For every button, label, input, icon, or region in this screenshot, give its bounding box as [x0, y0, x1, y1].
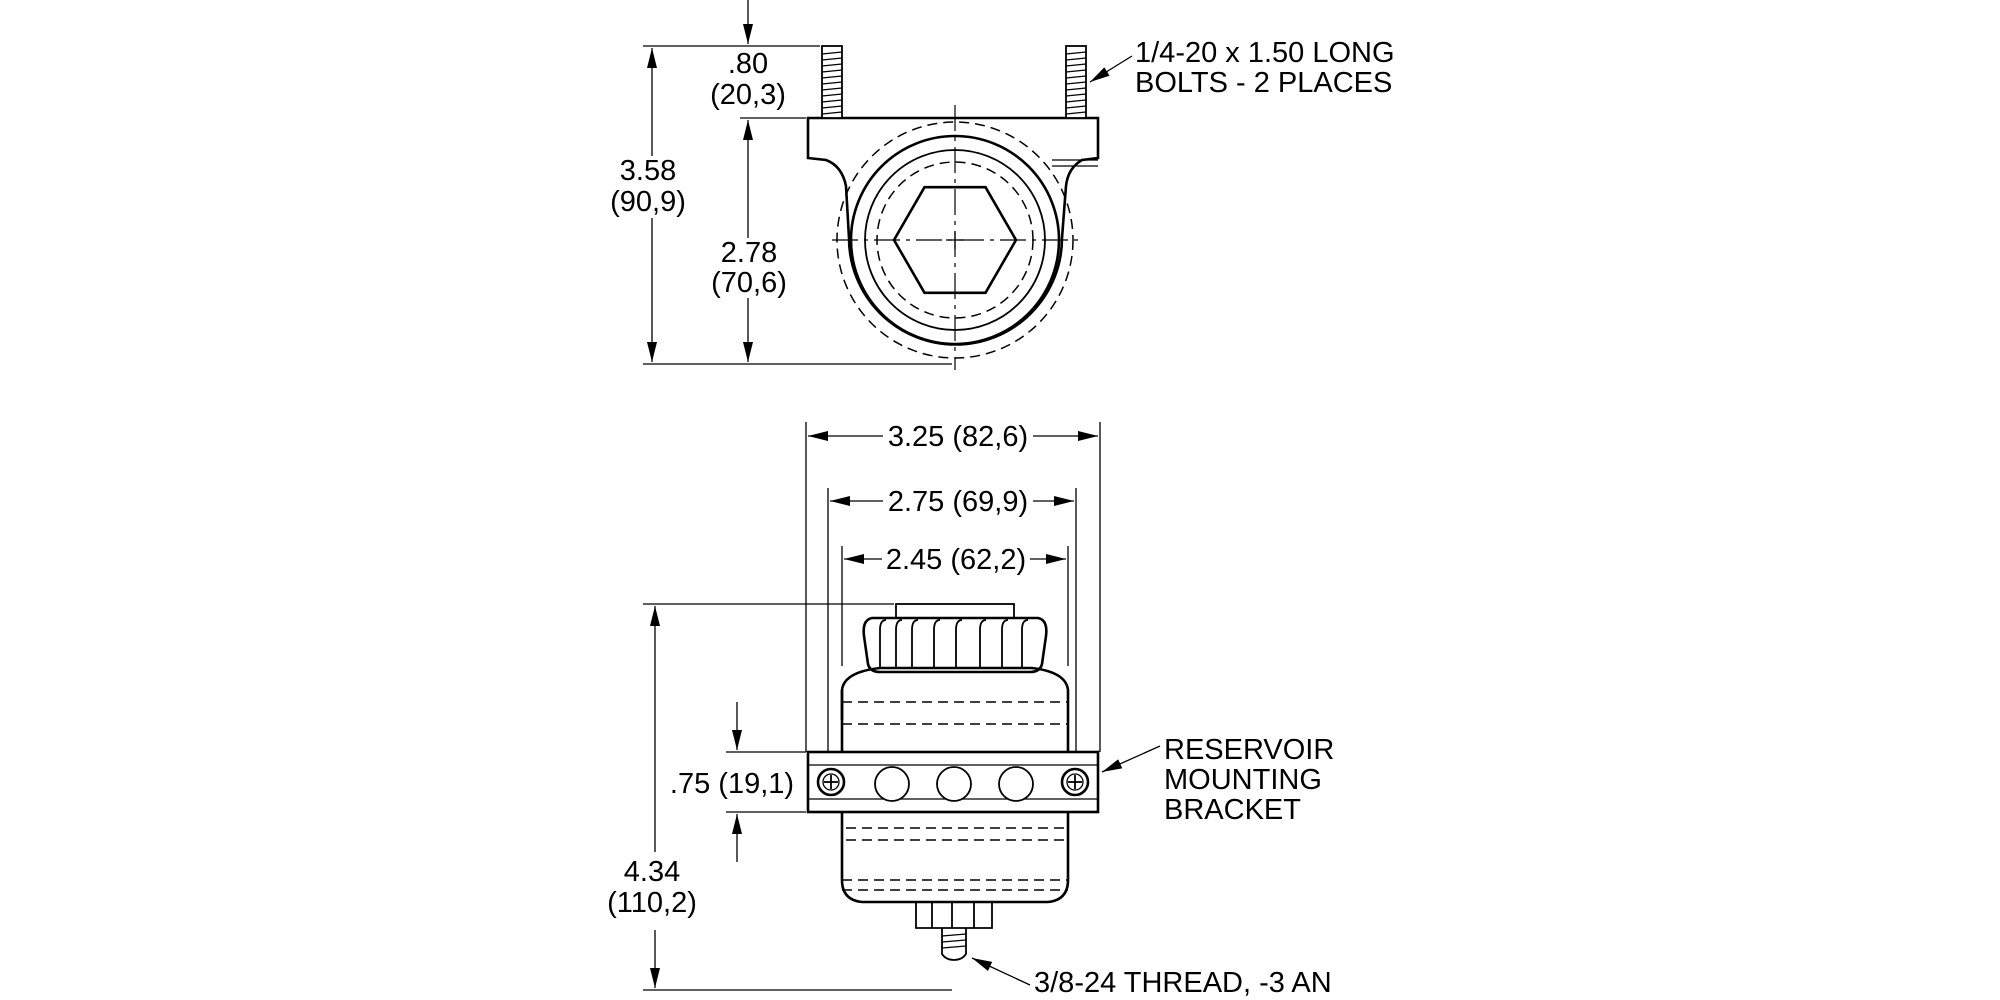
- bolt-note-line-2: BOLTS - 2 PLACES: [1135, 67, 1392, 99]
- cap: [862, 616, 1048, 674]
- cap-top: [895, 603, 1015, 619]
- top-view: 3.58 (90,9) 2.78 (70,6) .80 (20,3) 1/4-2…: [610, 0, 1395, 370]
- bolt-left: [821, 45, 843, 119]
- bracket-note-line-3: BRACKET: [1164, 794, 1301, 826]
- dim-0-80-value: .80: [728, 48, 768, 80]
- bracket-hole-2: [936, 766, 972, 802]
- fitting-leader: [971, 957, 1031, 986]
- bracket-note-line-1: RESERVOIR: [1164, 734, 1334, 766]
- dim-2-78-value: 2.78: [721, 237, 777, 269]
- dim-4-34-metric: (110,2): [607, 887, 697, 919]
- bracket-hole-3: [998, 766, 1034, 802]
- bracket-hole-1: [874, 766, 910, 802]
- dim-2-78-metric: (70,6): [711, 267, 787, 299]
- dim-2-45-label: 2.45 (62,2): [886, 544, 1026, 576]
- dim-2-75-label: 2.75 (69,9): [888, 486, 1028, 518]
- bracket-note-line-2: MOUNTING: [1164, 764, 1322, 796]
- dim-4-34-value: 4.34: [624, 856, 680, 888]
- bracket-screw-left: [816, 767, 846, 797]
- dim-0-75-label: .75 (19,1): [670, 768, 794, 800]
- dim-3-25-label: 3.25 (82,6): [888, 421, 1028, 453]
- bolt-note-line-1: 1/4-20 x 1.50 LONG: [1135, 37, 1395, 69]
- bracket-screw-right: [1060, 767, 1090, 797]
- dim-0-80-metric: (20,3): [710, 79, 786, 111]
- dim-3-58-value: 3.58: [620, 155, 676, 187]
- fitting-note: 3/8-24 THREAD, -3 AN: [1034, 967, 1332, 999]
- bracket-leader: [1101, 745, 1161, 773]
- bolt-right: [1065, 45, 1087, 119]
- bottom-fitting: [915, 902, 993, 929]
- dim-3-58-metric: (90,9): [610, 186, 686, 218]
- front-view: 3.25 (82,6) 2.75 (69,9) 2.45 (62,2) .75 …: [607, 421, 1334, 999]
- bolt-leader: [1089, 55, 1133, 83]
